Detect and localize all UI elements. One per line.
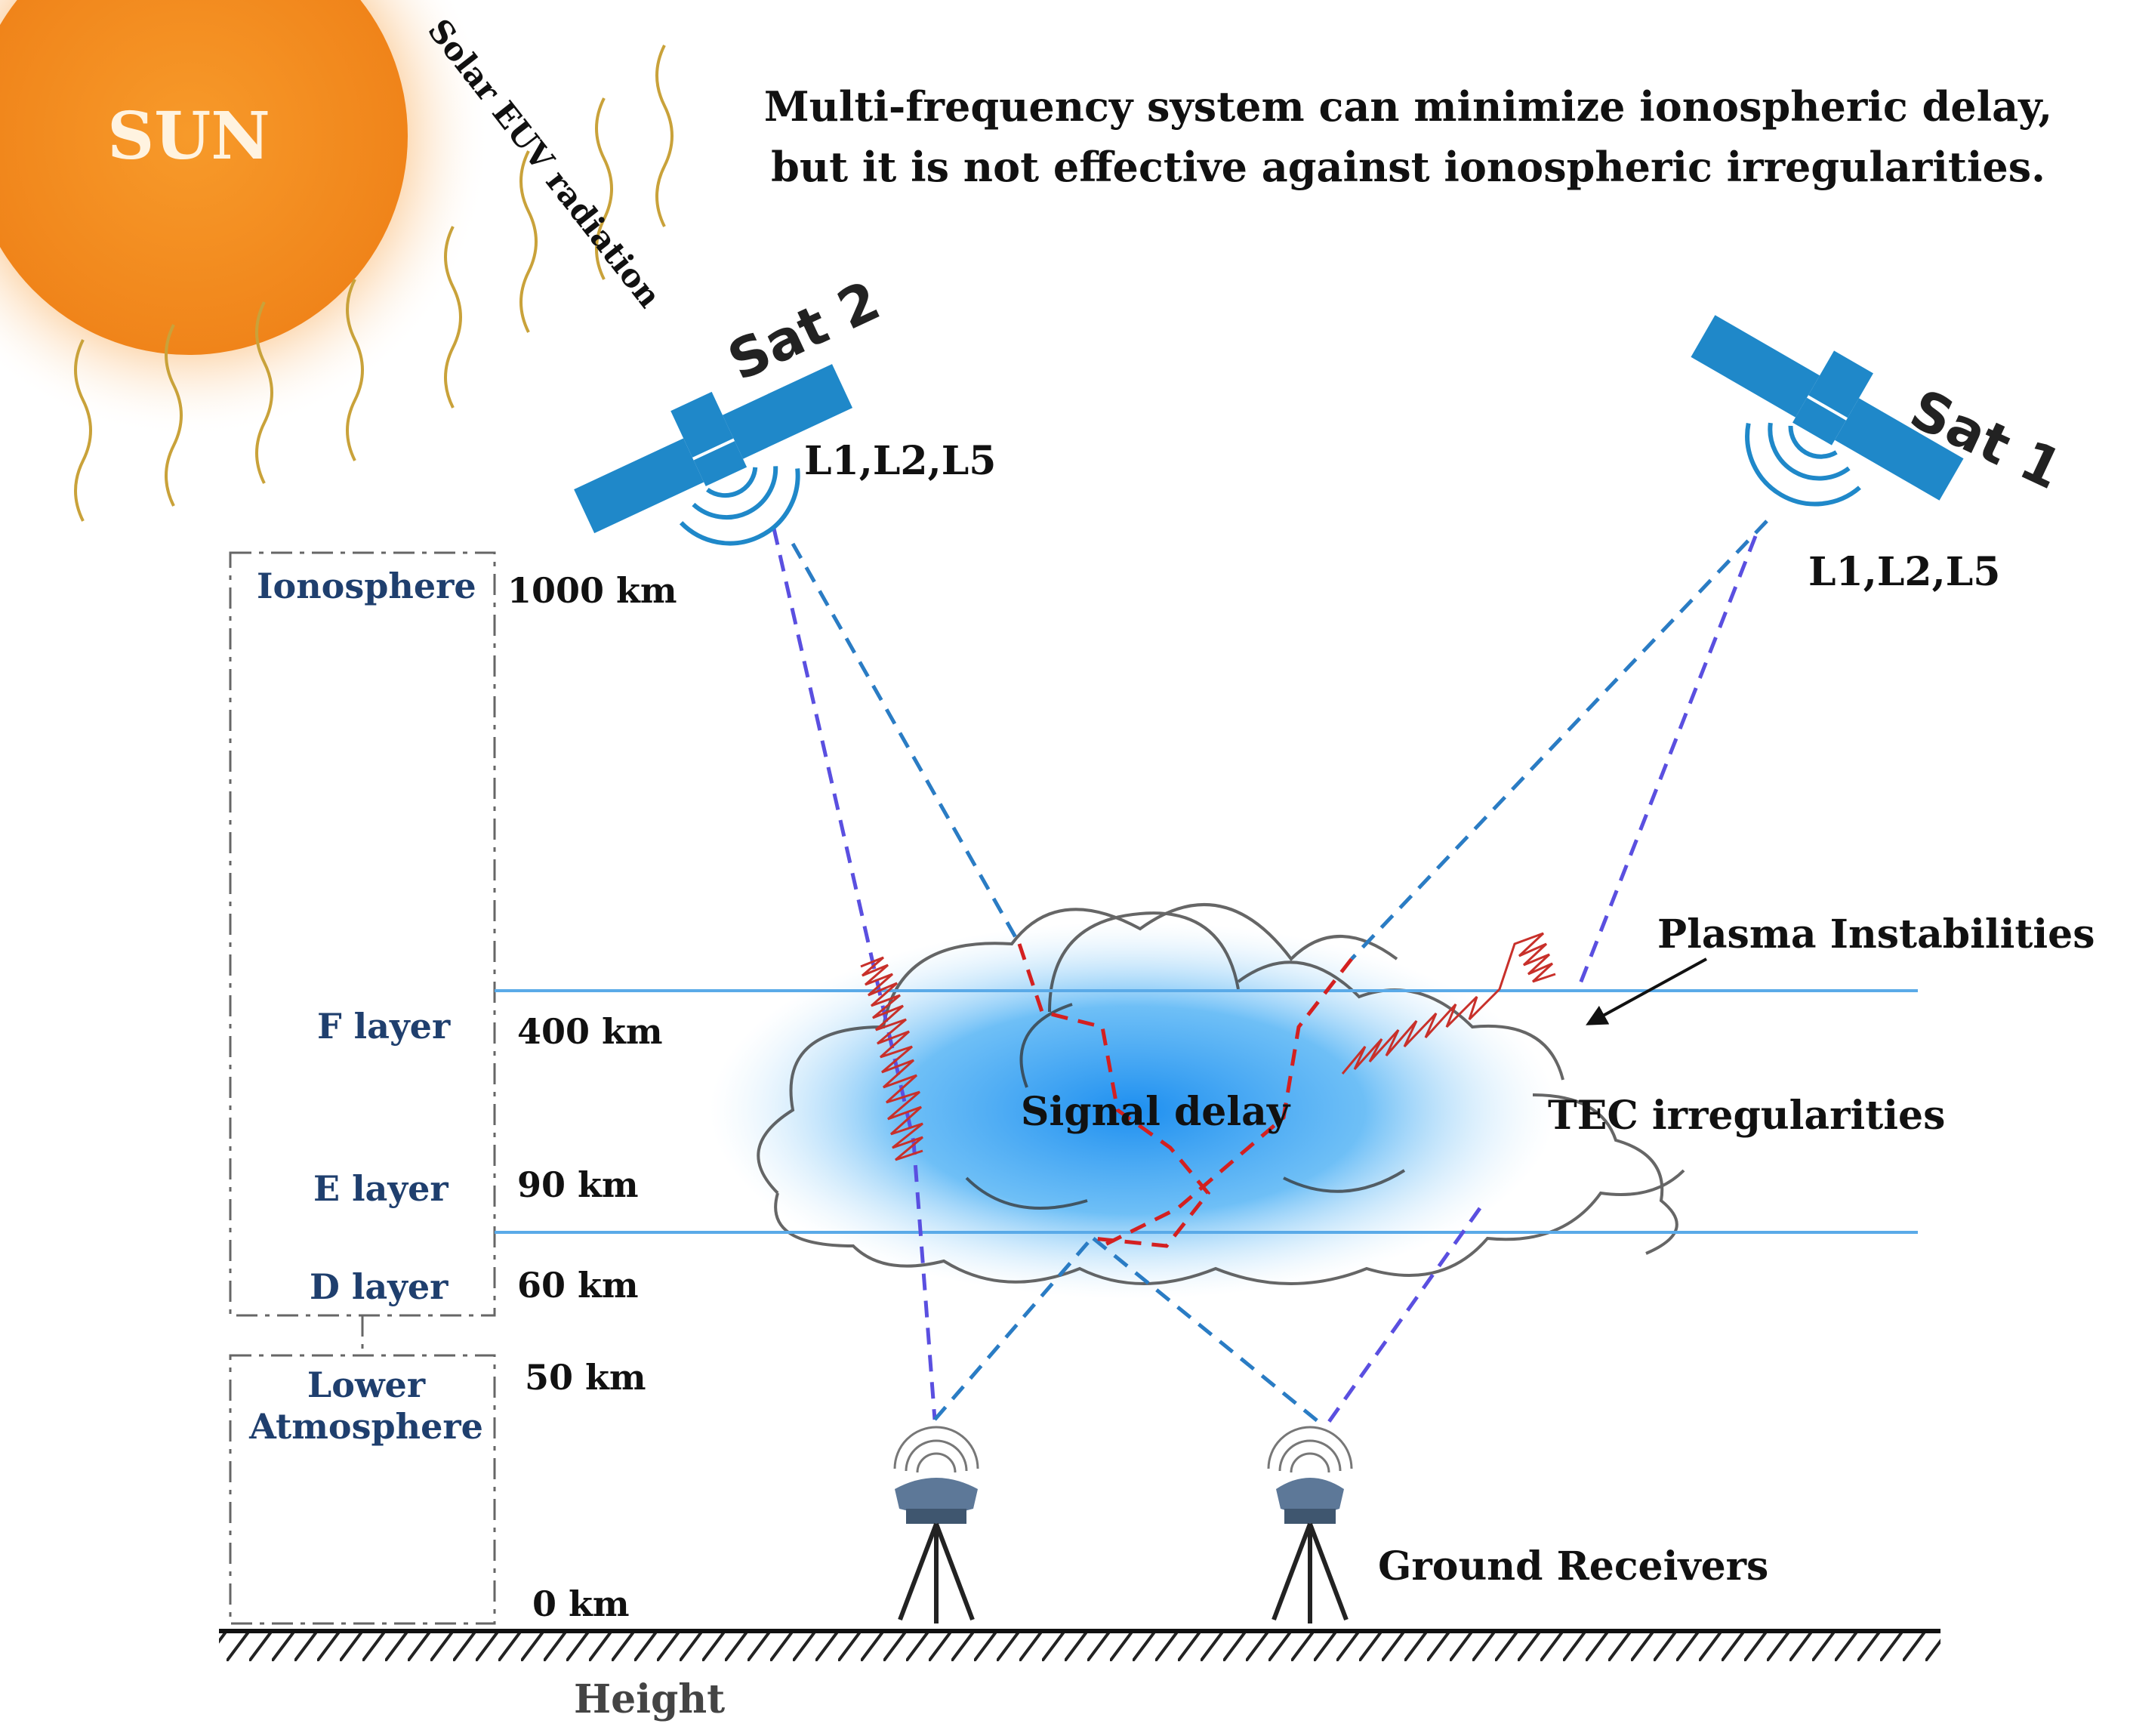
sun-label: SUN (107, 98, 270, 174)
ground-receivers-label: Ground Receivers (1378, 1543, 1768, 1590)
sat1-freqs: L1,L2,L5 (1808, 549, 2000, 595)
d-layer-label: D layer (310, 1266, 449, 1307)
satellite-1 (1691, 315, 1964, 507)
ionosphere-cloud (710, 903, 1685, 1299)
ground-receiver-right (1267, 1426, 1353, 1623)
title-line-2: but it is not effective against ionosphe… (771, 143, 2045, 191)
signal-delay-label: Signal delay (1021, 1089, 1291, 1135)
signal-paths (772, 520, 1768, 1429)
f-layer-label: F layer (317, 1006, 451, 1047)
sat2-freqs: L1,L2,L5 (804, 438, 996, 484)
ionosphere-label: Ionosphere (257, 566, 476, 606)
height-50: 50 km (525, 1357, 646, 1398)
plasma-arrow (1586, 957, 1707, 1025)
satellite-2 (574, 364, 853, 546)
height-column (229, 551, 496, 1625)
title-line-1: Multi-frequency system can minimize iono… (764, 82, 2052, 131)
tec-irregularities-left (860, 956, 923, 1161)
height-axis-label: Height (574, 1676, 725, 1722)
height-60: 60 km (517, 1265, 639, 1306)
ground-receiver-left (893, 1426, 979, 1623)
sun (0, 0, 491, 438)
tec-label: TEC irregularities (1548, 1093, 1945, 1139)
lower-atmosphere-label-1: Lower (307, 1364, 426, 1405)
ground (219, 1629, 1940, 1661)
euv-radiation-waves (74, 45, 674, 522)
height-400: 400 km (517, 1011, 663, 1052)
plasma-label: Plasma Instabilities (1657, 911, 2095, 957)
lower-atmosphere-label-2: Atmosphere (248, 1406, 483, 1447)
height-90: 90 km (517, 1164, 639, 1205)
sat2-name: Sat 2 (719, 269, 889, 393)
tec-irregularities-right (1341, 932, 1556, 1075)
e-layer-label: E layer (313, 1168, 449, 1209)
height-0: 0 km (532, 1583, 630, 1624)
height-1000: 1000 km (507, 570, 677, 611)
